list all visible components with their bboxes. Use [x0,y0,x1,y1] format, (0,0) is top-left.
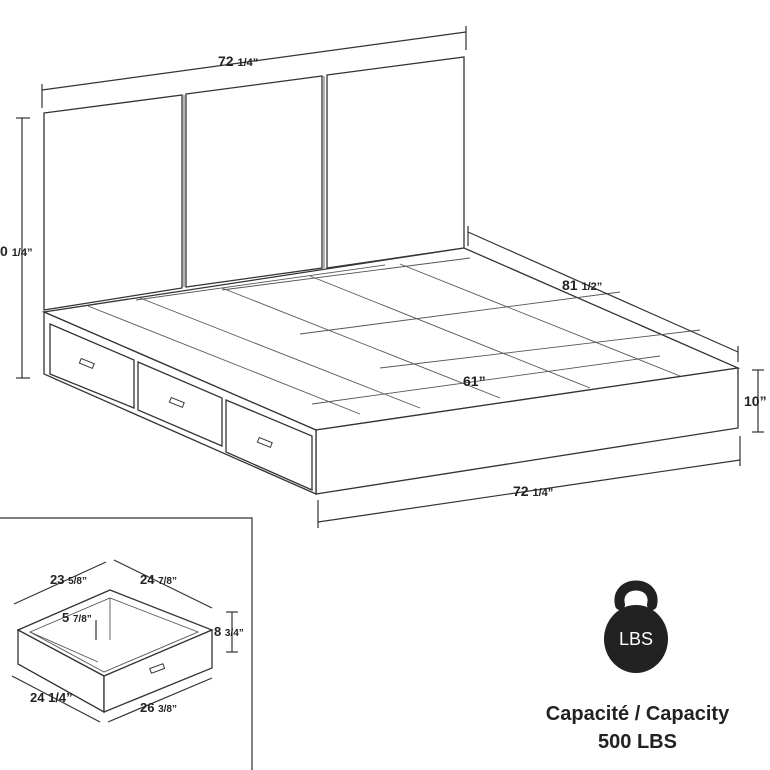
drawer-width-back-label: 24 7/8” [140,572,177,587]
dimension-labels: 72 1/4” 0 1/4” 81 1/2” 61” 10” 72 1/4” [0,53,767,499]
bed-frame [41,247,741,495]
capacity-text: Capacité / Capacity 500 LBS [505,700,770,756]
drawer-width-front-label: 26 3/8” [140,700,177,715]
dimension-lines [16,26,764,528]
kettlebell-label: LBS [618,629,654,649]
drawer-depth-back-label: 23 5/8” [50,572,87,587]
bed-length-label: 81 1/2” [562,277,602,293]
inner-width-label: 61” [463,373,486,389]
headboard [43,56,465,311]
drawer-inner-height-label: 5 7/8” [62,610,92,625]
headboard-width-label: 72 1/4” [218,53,258,69]
kettlebell-icon: LBS [596,575,676,675]
base-width-label: 72 1/4” [513,483,553,499]
headboard-height-label: 0 1/4” [0,243,32,259]
drawer-labels: 23 5/8” 24 7/8” 5 7/8” 8 3/4” 24 1/4” 26… [30,572,244,715]
capacity-value: 500 LBS [598,731,677,753]
drawer-depth-front-label: 24 1/4” [30,690,73,705]
frame-height-label: 10” [744,393,767,409]
drawer-height-label: 8 3/4” [214,624,244,639]
capacity-title: Capacité / Capacity [545,703,730,725]
drawer-inset [0,517,253,770]
